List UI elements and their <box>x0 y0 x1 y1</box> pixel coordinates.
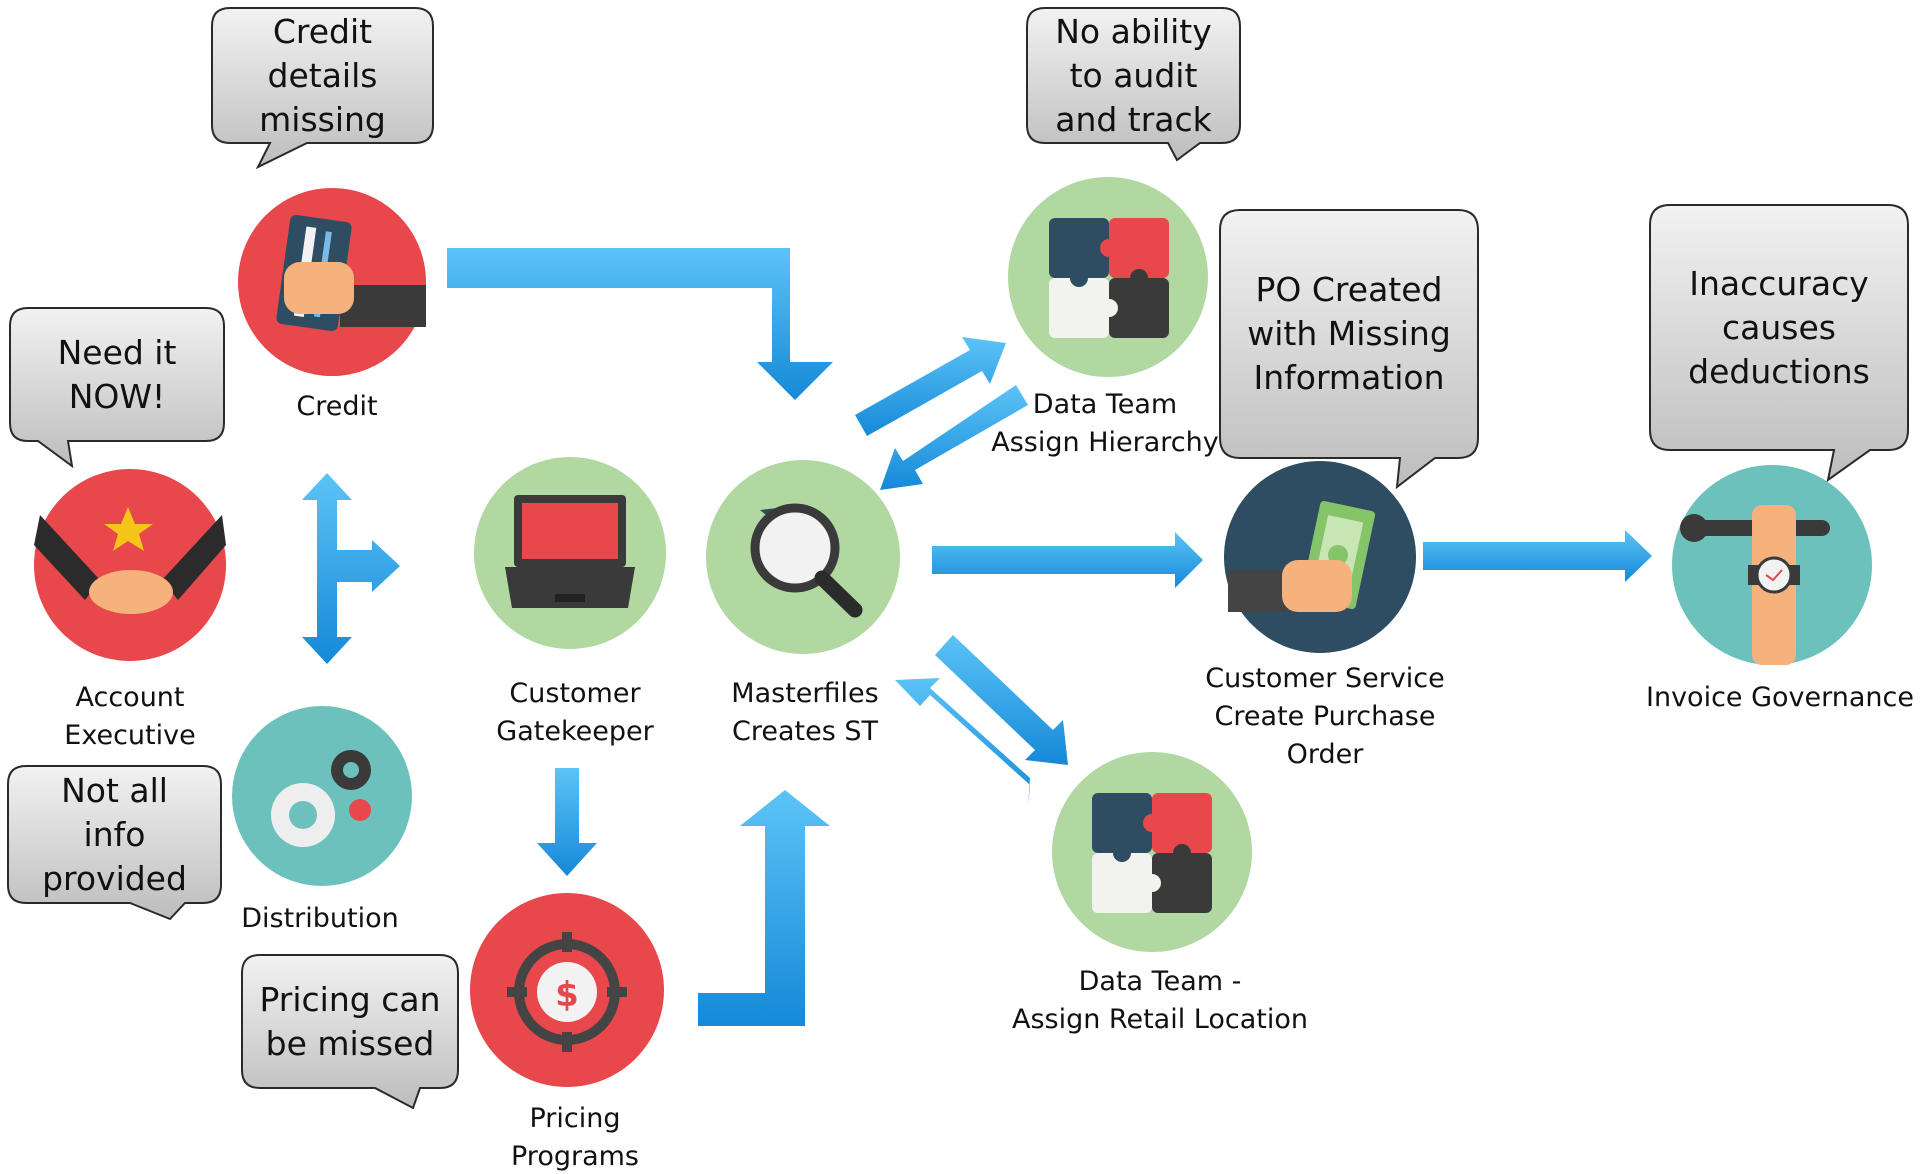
invoice-governance-label: Invoice Governance <box>1646 682 1914 713</box>
distribution-label: Distribution <box>241 903 399 934</box>
account-executive-node <box>34 469 226 661</box>
credit-callout-text: Credit details missing <box>259 11 386 139</box>
credit-card-hand-icon <box>276 214 426 332</box>
inaccuracy-callout-bubble <box>1649 204 1909 483</box>
arrow-gatekeeper-to-pricing <box>537 768 597 876</box>
inaccuracy-callout-text: Inaccuracy causes deductions <box>1688 263 1870 391</box>
money-hand-icon <box>1228 501 1376 612</box>
puzzle-icon <box>1049 218 1169 338</box>
data-team-retail-label: Data Team - Assign Retail Location <box>1011 966 1308 1035</box>
pricing-callout-text: Pricing can be missed <box>259 979 441 1063</box>
account-executive-label: Account Executive <box>64 682 196 751</box>
customer-service-label: Customer Service Create Purchase Order <box>1205 663 1445 770</box>
arrow-masterfiles-to-customer-service <box>932 532 1203 588</box>
wrench-watch-icon <box>1680 505 1830 665</box>
arrow-hierarchy-to-masterfiles <box>880 385 1028 490</box>
credit-label: Credit <box>296 391 378 422</box>
data-team-hierarchy-label: Data Team Assign Hierarchy <box>991 389 1219 458</box>
arrow-credit-to-masterfiles <box>447 248 833 400</box>
handshake-icon <box>34 507 226 614</box>
dollar-target-icon: $ <box>507 932 627 1052</box>
invoice-governance-node <box>1672 465 1872 665</box>
customer-service-node <box>1224 461 1416 653</box>
pricing-programs-node: $ <box>470 893 664 1087</box>
audit-callout-text: No ability to audit and track <box>1055 11 1212 139</box>
masterfiles-label: Masterfiles Creates ST <box>731 678 879 747</box>
distribution-callout-bubble <box>7 765 222 921</box>
arrow-customer-service-to-invoice <box>1423 530 1652 582</box>
arrow-pricing-to-masterfiles <box>698 790 830 1026</box>
po-callout-bubble <box>1219 209 1479 490</box>
account-callout-text: Need it NOW! <box>57 332 177 416</box>
credit-callout-bubble <box>211 7 434 170</box>
arrow-retail-to-masterfiles <box>895 678 1030 806</box>
puzzle-icon <box>1092 793 1212 913</box>
arrow-masterfiles-to-retail <box>935 635 1068 765</box>
arrow-masterfiles-to-hierarchy <box>855 337 1006 436</box>
customer-gatekeeper-node <box>474 457 666 649</box>
pricing-callout-bubble <box>241 954 459 1110</box>
credit-node <box>238 188 426 376</box>
account-callout-bubble <box>9 307 225 469</box>
laptop-icon <box>505 495 635 608</box>
magnifier-chart-icon <box>750 503 863 618</box>
po-callout-text: PO Created with Missing Information <box>1247 270 1451 397</box>
pricing-programs-label: Pricing Programs <box>511 1103 639 1172</box>
distribution-node <box>232 706 412 886</box>
gears-icon <box>271 750 371 847</box>
arrow-credit-distribution-branch <box>302 473 400 664</box>
data-team-retail-node <box>1052 752 1252 952</box>
masterfiles-node <box>706 460 900 654</box>
data-team-hierarchy-node <box>1008 177 1208 377</box>
audit-callout-bubble <box>1026 7 1241 162</box>
customer-gatekeeper-label: Customer Gatekeeper <box>496 678 654 747</box>
distribution-callout-text: Not all info provided <box>42 770 187 898</box>
svg-text:$: $ <box>555 975 579 1015</box>
